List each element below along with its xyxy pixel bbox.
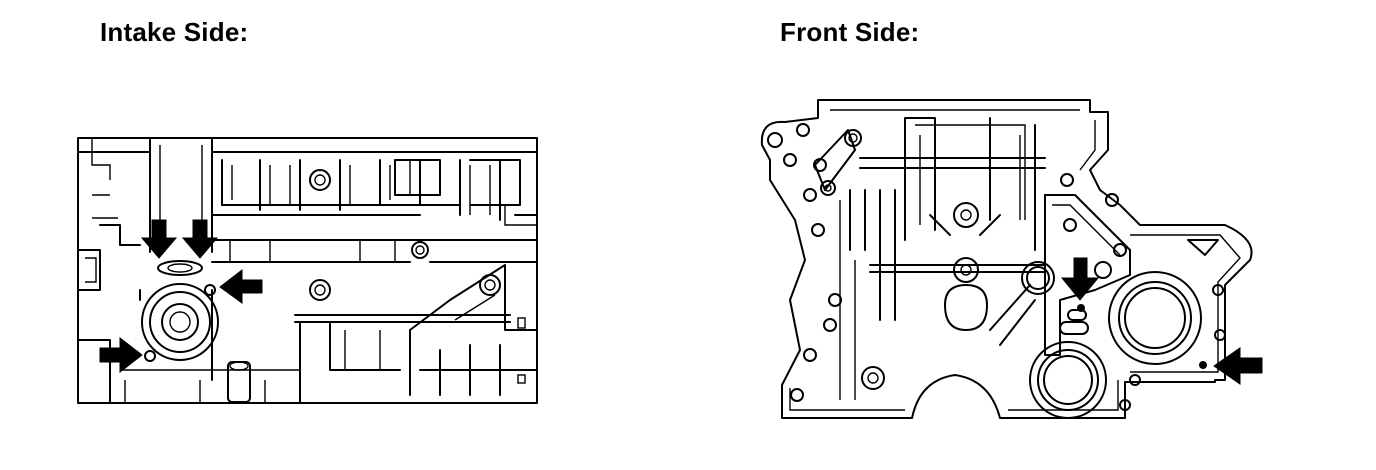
down-arrow-icon bbox=[140, 219, 178, 259]
front-cover-outline bbox=[760, 99, 1253, 419]
front-side-title: Front Side: bbox=[780, 17, 920, 47]
lower-bore bbox=[1029, 341, 1107, 419]
marked-point bbox=[1077, 304, 1085, 312]
down-arrow-icon bbox=[1060, 257, 1100, 301]
filter-boss bbox=[141, 283, 219, 361]
intake-side-block bbox=[77, 137, 538, 404]
intake-block-outline bbox=[77, 137, 538, 404]
crank-bore bbox=[1108, 271, 1202, 365]
marked-point bbox=[1199, 361, 1207, 369]
left-arrow-icon bbox=[1213, 347, 1263, 385]
intake-side-title: Intake Side: bbox=[100, 17, 249, 47]
left-arrow-icon bbox=[219, 268, 263, 304]
front-side-cover bbox=[760, 99, 1263, 419]
right-arrow-icon bbox=[99, 336, 143, 374]
down-arrow-icon bbox=[181, 219, 219, 259]
